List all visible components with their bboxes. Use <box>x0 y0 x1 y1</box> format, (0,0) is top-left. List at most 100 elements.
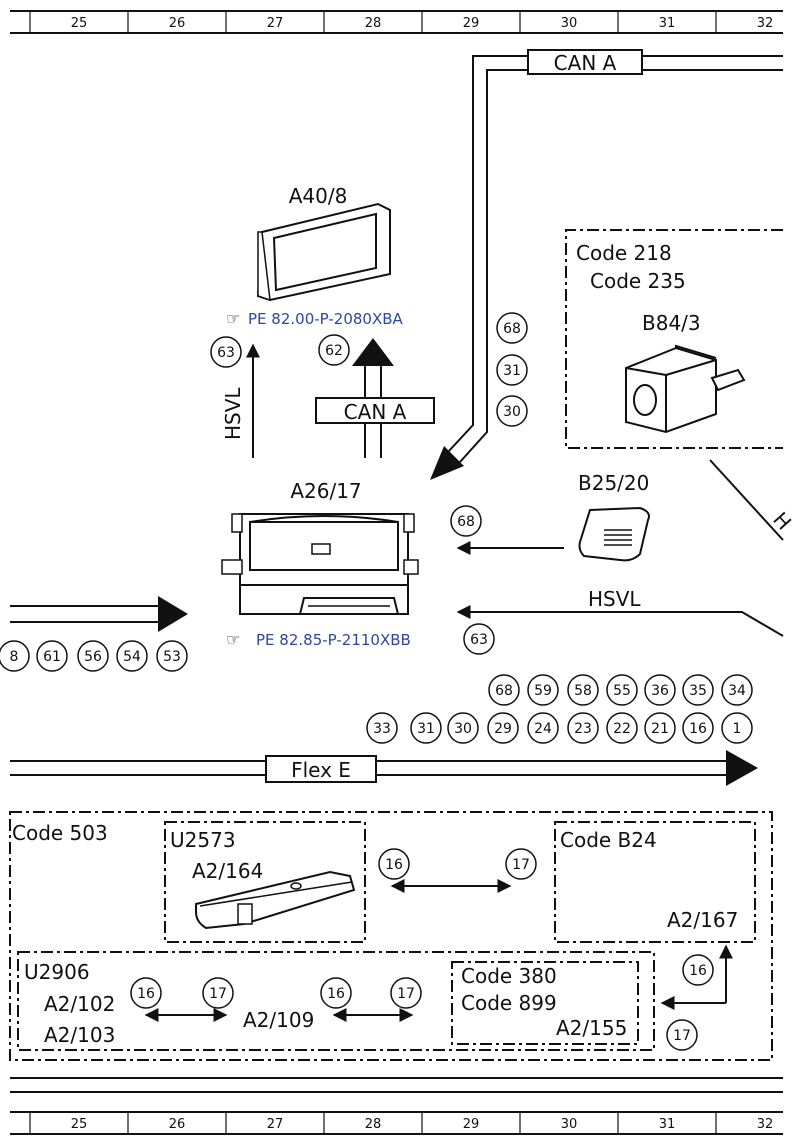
left-circle-row: 8 61 56 54 53 <box>0 640 188 672</box>
circle-16: 16 <box>689 963 707 979</box>
code-235-label: Code 235 <box>590 269 686 293</box>
circle-17: 17 <box>673 1028 691 1044</box>
code-899-label: Code 899 <box>461 991 557 1015</box>
ruler-col: 27 <box>267 16 284 31</box>
cut-line <box>709 459 784 541</box>
ruler-col: 29 <box>463 16 480 31</box>
circle-num: 54 <box>123 649 141 665</box>
circle-num: 58 <box>574 683 592 699</box>
circle-num: 68 <box>495 683 513 699</box>
ruler-col: 28 <box>365 16 382 31</box>
a2-164-module-icon <box>195 870 356 930</box>
a26-17-ref-link[interactable]: PE 82.85-P-2110XBB <box>256 631 411 649</box>
circle-num: 35 <box>689 683 707 699</box>
circle-num: 8 <box>10 649 19 665</box>
circle-num: 33 <box>373 721 391 737</box>
ruler-col: 28 <box>365 1117 382 1132</box>
u2573-label: U2573 <box>170 828 236 852</box>
left-input-arrow <box>10 596 188 632</box>
a2-102-label: A2/102 <box>44 992 115 1016</box>
circle-num: 55 <box>613 683 631 699</box>
ruler-col: 30 <box>561 1117 578 1132</box>
circle-17: 17 <box>512 857 530 873</box>
bottom-ruler: 25 26 27 28 29 30 31 32 <box>10 1111 783 1135</box>
code-218-label: Code 218 <box>576 241 672 265</box>
circle-17: 17 <box>397 986 415 1002</box>
circle-num: 29 <box>494 721 512 737</box>
ruler-col: 32 <box>757 1117 774 1132</box>
flex-e-bus: Flex E <box>10 750 758 786</box>
circle-num: 36 <box>651 683 669 699</box>
circle-62: 62 <box>325 343 343 359</box>
a2-164-label: A2/164 <box>192 859 263 883</box>
hsvl-right-label: HSVL <box>588 587 641 611</box>
a40-8-component: A40/8 ☞ PE 82.00-P-2080XBA <box>226 184 404 328</box>
circle-num: 59 <box>534 683 552 699</box>
can-a-mid-signal: CAN A 62 <box>315 334 435 458</box>
a40-8-ref-link[interactable]: PE 82.00-P-2080XBA <box>248 310 404 328</box>
b25-20-component: B25/20 68 <box>450 471 650 562</box>
circle-num: 30 <box>454 721 472 737</box>
circle-num: 21 <box>651 721 669 737</box>
ruler-col: 26 <box>169 16 186 31</box>
circle-num: 56 <box>84 649 102 665</box>
ruler-col: 32 <box>757 16 774 31</box>
a40-8-label: A40/8 <box>289 184 348 208</box>
b25-20-label: B25/20 <box>578 471 649 495</box>
hsvl-right-signal: HSVL 63 <box>456 587 784 655</box>
flex-e-label: Flex E <box>291 758 351 782</box>
circle-63: 63 <box>470 632 488 648</box>
circle-16: 16 <box>137 986 155 1002</box>
circle-num: 53 <box>163 649 181 665</box>
ruler-col: 30 <box>561 16 578 31</box>
ruler-col: 31 <box>659 16 676 31</box>
b84-3-label: B84/3 <box>642 311 701 335</box>
a2-103-label: A2/103 <box>44 1023 115 1047</box>
bottom-circle-row: 33 31 30 29 24 23 22 21 16 1 <box>366 712 753 744</box>
circle-num: 22 <box>613 721 631 737</box>
can-a-top-label: CAN A <box>554 51 617 75</box>
code-b24-label: Code B24 <box>560 828 657 852</box>
circle-num: 23 <box>574 721 592 737</box>
circle-num: 1 <box>733 721 742 737</box>
circle-31: 31 <box>503 363 521 379</box>
ruler-col: 29 <box>463 1117 480 1132</box>
a26-17-label: A26/17 <box>290 479 361 503</box>
circle-num: 31 <box>417 721 435 737</box>
circle-num: 16 <box>689 721 707 737</box>
circle-num: 61 <box>43 649 61 665</box>
circle-30: 30 <box>503 404 521 420</box>
code-503-box: Code 503 U2573 A2/164 16 17 Code B24 A2/… <box>9 811 773 1061</box>
a2-109-label: A2/109 <box>243 1008 314 1032</box>
ruler-col: 27 <box>267 1117 284 1132</box>
bus-circles: 68 31 30 <box>496 312 528 427</box>
ruler-col: 31 <box>659 1117 676 1132</box>
circle-16: 16 <box>385 857 403 873</box>
circle-num: 24 <box>534 721 552 737</box>
ruler-col: 26 <box>169 1117 186 1132</box>
circle-num: 34 <box>728 683 746 699</box>
code-380-label: Code 380 <box>461 964 557 988</box>
circle-63: 63 <box>217 345 235 361</box>
cut-label: H <box>768 507 793 534</box>
circle-68: 68 <box>503 321 521 337</box>
hsvl-vertical-label: HSVL <box>221 387 245 440</box>
circle-16: 16 <box>327 986 345 1002</box>
ruler-col: 25 <box>71 16 88 31</box>
circle-17: 17 <box>209 986 227 1002</box>
top-ruler: 25 26 27 28 29 30 31 32 <box>10 10 783 34</box>
hand-pointer-icon: ☞ <box>226 630 240 649</box>
u2906-label: U2906 <box>24 960 90 984</box>
circle-68: 68 <box>457 514 475 530</box>
can-a-mid-label: CAN A <box>344 400 407 424</box>
ruler-col: 25 <box>71 1117 88 1132</box>
top-circle-row: 68 59 58 55 36 35 34 <box>488 674 753 706</box>
can-a-bus: CAN A <box>430 49 783 480</box>
a2-167-label: A2/167 <box>667 908 738 932</box>
code-218-235-box: Code 218 Code 235 B84/3 <box>565 229 783 449</box>
hand-pointer-icon: ☞ <box>226 309 240 328</box>
a2-155-label: A2/155 <box>556 1016 627 1040</box>
a26-17-component: A26/17 ☞ PE 82.85-P-2110XBB <box>221 479 419 649</box>
hsvl-vertical-signal: 63 HSVL <box>210 336 260 458</box>
